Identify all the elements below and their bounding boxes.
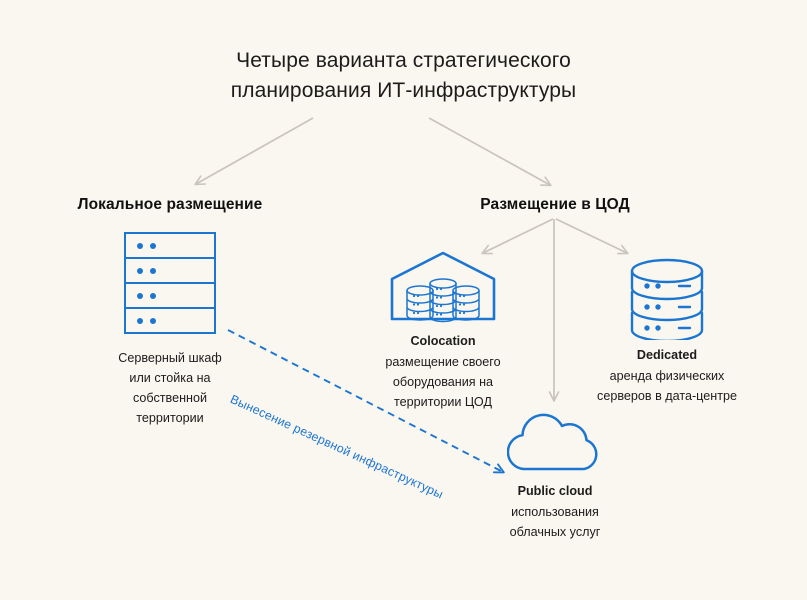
server-led-dot	[137, 292, 143, 299]
server-rack-row	[126, 234, 214, 259]
caption-line: серверов в дата-центре	[597, 389, 737, 403]
caption-colocation: Colocation размещение своего оборудовани…	[333, 331, 553, 412]
cloud-icon	[507, 413, 598, 471]
caption-line: облачных услуг	[509, 525, 601, 539]
caption-public-cloud: Public cloud использования облачных услу…	[445, 481, 665, 542]
caption-line: или стойка на	[129, 371, 211, 385]
title-line-1: Четыре варианта стратегического	[236, 49, 571, 72]
server-led-dot	[150, 317, 156, 324]
node-title-colocation: Colocation	[410, 334, 476, 348]
caption-line: Серверный шкаф	[118, 351, 222, 365]
dedicated-icon-wrap	[557, 258, 777, 340]
server-led-dot	[137, 242, 143, 249]
page-title: Четыре варианта стратегического планиров…	[0, 46, 807, 106]
datacenter-building-icon	[390, 251, 496, 323]
caption-line: территории ЦОД	[394, 395, 492, 409]
server-led-dot	[150, 242, 156, 249]
caption-line: собственной	[132, 391, 208, 405]
title-line-2: планирования ИТ-инфраструктуры	[230, 79, 577, 102]
arrow-datacenter-to-dedicated	[555, 218, 629, 255]
caption-line: территории	[136, 411, 204, 425]
server-rack-row	[126, 309, 214, 332]
branch-heading-datacenter: Размещение в ЦОД	[480, 196, 630, 213]
server-led-dot	[150, 267, 156, 274]
caption-onprem: Серверный шкаф или стойка на собственной…	[45, 348, 295, 428]
server-led-dot	[137, 317, 143, 324]
node-public-cloud: Public cloud использования облачных услу…	[445, 408, 665, 542]
arrow-title-to-datacenter	[428, 117, 552, 187]
database-stack-icon	[630, 258, 704, 340]
arrow-title-to-onprem	[194, 117, 314, 186]
server-led-dot	[150, 292, 156, 299]
branch-heading-onprem: Локальное размещение	[77, 196, 263, 213]
server-rack-icon	[124, 232, 216, 334]
node-colocation: Colocation размещение своего оборудовани…	[333, 248, 553, 412]
node-onprem: Серверный шкаф или стойка на собственной…	[45, 232, 295, 428]
caption-line: аренда физических	[609, 369, 725, 383]
caption-line: использования	[511, 505, 599, 519]
caption-line: размещение своего	[385, 355, 501, 369]
colocation-icon-wrap	[333, 248, 553, 324]
cloud-icon-wrap	[445, 408, 665, 474]
node-title-public-cloud: Public cloud	[517, 484, 593, 498]
node-title-dedicated: Dedicated	[636, 348, 698, 362]
caption-dedicated: Dedicated аренда физических серверов в д…	[557, 345, 777, 406]
node-dedicated: Dedicated аренда физических серверов в д…	[557, 258, 777, 406]
server-rack-row	[126, 259, 214, 284]
server-led-dot	[137, 267, 143, 274]
server-rack-row	[126, 284, 214, 309]
caption-line: оборудования на	[392, 375, 494, 389]
